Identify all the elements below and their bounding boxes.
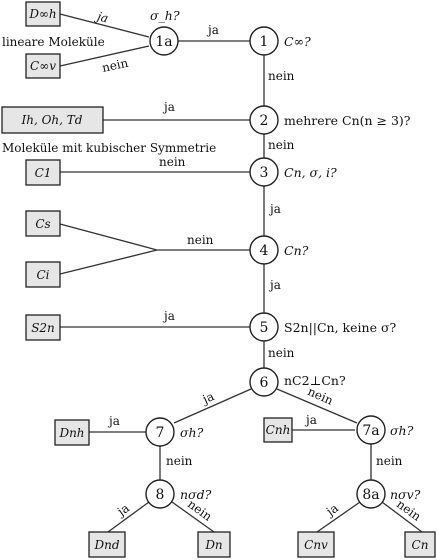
node-1[interactable]: 1 (249, 26, 279, 56)
pg-label-cnh: Cnh (266, 423, 291, 437)
node-8[interactable]: 8 (145, 479, 175, 509)
node-8a[interactable]: 8a (356, 479, 386, 509)
pg-label-dnd: Dnd (93, 538, 119, 552)
pg-box-cinfv[interactable]: C∞v (25, 53, 61, 79)
edge-8a-cnv (316, 501, 361, 533)
node-3-number: 3 (260, 165, 269, 181)
node-2[interactable]: 2 (249, 105, 279, 135)
edge-6-7a (276, 388, 358, 424)
label-ja-1a-1: ja (206, 23, 219, 37)
pg-box-dnd[interactable]: Dnd (88, 531, 126, 558)
label-ja-5-s2n: ja (162, 309, 175, 323)
question-8a: nσv? (390, 487, 421, 502)
note-linear-molecules: lineare Moleküle (2, 35, 105, 49)
note-cubic-symmetry: Moleküle mit kubischer Symmetrie (2, 141, 216, 155)
pg-box-c1[interactable]: C1 (25, 159, 61, 186)
label-nein-7a-8a: nein (376, 454, 403, 468)
question-1: C∞? (284, 34, 311, 49)
pg-box-cs[interactable]: Cs (25, 210, 61, 237)
node-4[interactable]: 4 (249, 235, 279, 265)
question-6: nC2⊥Cn? (284, 373, 346, 388)
edge-8a-cn (381, 501, 423, 533)
node-5[interactable]: 5 (249, 312, 279, 342)
node-7a[interactable]: 7a (356, 415, 386, 445)
pg-box-cnh[interactable]: Cnh (263, 417, 293, 443)
label-ja-3-4: ja (268, 202, 281, 216)
pg-label-ihohtd: Ih, Oh, Td (21, 113, 83, 127)
label-ja-7-dnh: ja (107, 414, 120, 428)
pg-label-cinfv: C∞v (30, 59, 56, 73)
node-questions: σ_h? C∞? mehrere Cn(n ≥ 3)? Cn, σ, i? Cn… (150, 8, 421, 502)
node-7[interactable]: 7 (145, 417, 175, 447)
pg-box-dinfh[interactable]: D∞h (25, 1, 61, 27)
node-7a-number: 7a (362, 423, 379, 439)
label-nein-2-3: nein (268, 138, 295, 152)
label-nein-5-6: nein (268, 346, 295, 360)
pg-label-ci: Ci (36, 268, 49, 282)
pg-box-cn[interactable]: Cn (404, 531, 436, 558)
node-1a[interactable]: 1a (149, 26, 179, 56)
question-3: Cn, σ, i? (284, 165, 337, 180)
edge-8-dn (171, 501, 215, 533)
node-7-number: 7 (156, 425, 165, 441)
question-2: mehrere Cn(n ≥ 3)? (284, 113, 411, 128)
decision-nodes: 1a 1 2 3 4 5 6 7 (145, 26, 386, 509)
question-7: σh? (180, 425, 204, 440)
node-1a-number: 1a (155, 34, 172, 50)
edges (59, 13, 423, 533)
node-4-number: 4 (260, 243, 269, 259)
pg-box-dnh[interactable]: Dnh (54, 419, 90, 446)
question-1a: σ_h? (150, 8, 180, 23)
label-ja-2-ihohtd: ja (162, 100, 175, 114)
pg-label-dinfh: D∞h (28, 7, 56, 21)
pg-label-c1: C1 (35, 166, 52, 180)
question-4: Cn? (284, 243, 309, 258)
label-ja-7a-cnh: ja (304, 413, 317, 427)
node-2-number: 2 (260, 113, 269, 129)
node-8a-number: 8a (362, 487, 379, 503)
question-5: S2n||Cn, keine σ? (284, 320, 396, 335)
question-8: nσd? (180, 487, 212, 502)
edge-8-dnd (107, 501, 150, 533)
pg-label-dn: Dn (204, 538, 222, 552)
pg-box-dn[interactable]: Dn (197, 531, 231, 558)
label-ja-6-7: ja (199, 389, 216, 407)
edge-1a-cinfv (59, 45, 150, 67)
pg-box-cnv[interactable]: Cnv (297, 531, 335, 558)
edge-fork-cs (59, 223, 158, 251)
pg-box-ihohtd[interactable]: Ih, Oh, Td (1, 106, 104, 134)
pg-label-s2n: S2n (31, 321, 55, 335)
label-nein-1-2: nein (268, 69, 295, 83)
node-6[interactable]: 6 (249, 367, 279, 397)
node-6-number: 6 (260, 375, 269, 391)
node-1-number: 1 (260, 34, 269, 50)
edge-6-7 (173, 388, 252, 424)
node-8-number: 8 (156, 487, 165, 503)
node-3[interactable]: 3 (249, 157, 279, 187)
pg-label-cn: Cn (412, 538, 429, 552)
label-nein-cinfv: nein (101, 56, 130, 75)
pg-box-ci[interactable]: Ci (25, 261, 61, 288)
edge-labels: ja nein ja nein ja nein nein ja nein ja … (93, 9, 424, 524)
label-ja-4-5: ja (268, 278, 281, 292)
pg-label-cs: Cs (35, 217, 50, 231)
label-nein-4-fork: nein (187, 233, 214, 247)
pg-box-s2n[interactable]: S2n (25, 314, 61, 341)
edge-fork-ci (59, 249, 158, 275)
pg-label-dnh: Dnh (58, 426, 84, 440)
node-5-number: 5 (260, 320, 269, 336)
question-7a: σh? (390, 423, 414, 438)
pg-label-cnv: Cnv (304, 538, 328, 552)
label-nein-7-8: nein (166, 454, 193, 468)
edge-1a-dinfh (59, 13, 150, 38)
label-nein-3-c1: nein (159, 155, 186, 169)
